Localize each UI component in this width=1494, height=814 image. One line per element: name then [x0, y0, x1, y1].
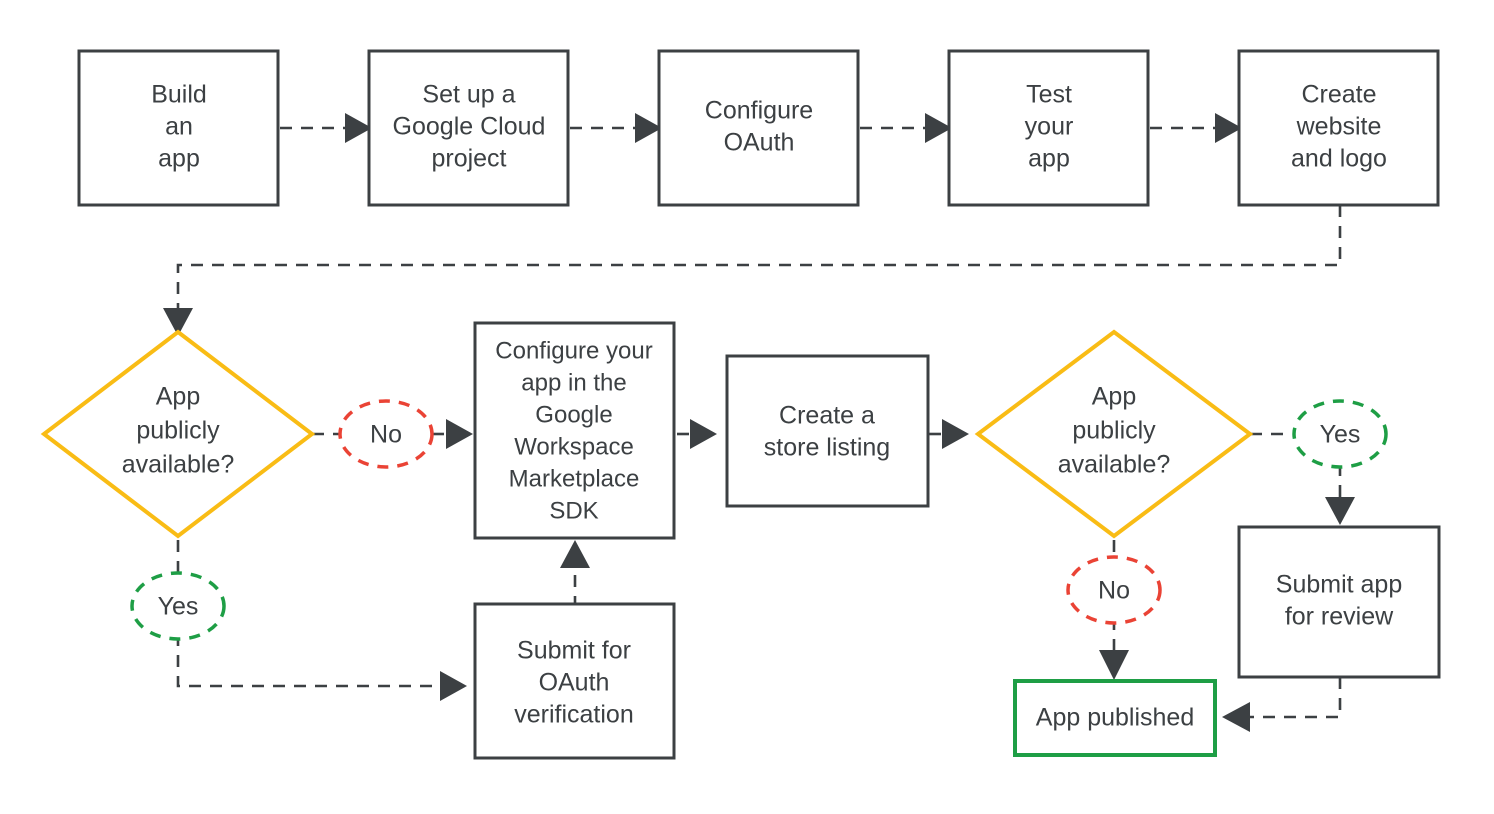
decision-right-line-1: publicly: [1072, 417, 1156, 445]
node-configure-oauth[interactable]: Configure OAuth: [657, 49, 860, 207]
configure-sdk-line-1: app in the: [521, 369, 626, 396]
node-build-an-app-line-2: app: [158, 145, 200, 173]
node-submit-oauth-verification[interactable]: Submit for OAuth verification: [473, 602, 676, 760]
node-set-up-project[interactable]: Set up a Google Cloud project: [367, 49, 570, 207]
node-build-an-app-line-1: an: [165, 113, 193, 141]
decision-left-line-2: available?: [122, 451, 235, 479]
node-create-website-and-logo[interactable]: Create website and logo: [1237, 49, 1440, 207]
node-test-your-app-line-0: Test: [1026, 81, 1072, 109]
decision-right-line-2: available?: [1058, 451, 1171, 479]
submit-review-line-1: for review: [1285, 603, 1394, 631]
edge-submit-review-to-app-published: [1222, 677, 1342, 732]
edge-label-yes-right: Yes: [1292, 399, 1388, 469]
edge-test-to-website: [1150, 113, 1242, 143]
edge-build-to-setup: [280, 113, 372, 143]
submit-review-line-0: Submit app: [1276, 571, 1402, 599]
edge-yes-to-submit-oauth: [176, 634, 467, 701]
edge-label-no-right-text: No: [1098, 577, 1130, 605]
node-configure-oauth-line-1: OAuth: [724, 129, 795, 157]
node-app-published[interactable]: App published: [1013, 679, 1217, 757]
node-create-store-listing[interactable]: Create a store listing: [725, 354, 930, 508]
node-build-an-app[interactable]: Build an app: [77, 49, 280, 207]
decision-right-line-0: App: [1092, 383, 1136, 411]
edge-label-no-right: No: [1066, 555, 1162, 625]
store-listing-line-1: store listing: [764, 434, 890, 462]
edge-label-yes-right-text: Yes: [1320, 421, 1361, 449]
node-test-your-app-line-1: your: [1025, 113, 1074, 141]
node-set-up-project-line-1: Google Cloud: [393, 113, 546, 141]
app-published-label: App published: [1036, 704, 1194, 732]
edge-setup-to-oauth: [570, 113, 662, 143]
node-submit-app-for-review[interactable]: Submit app for review: [1237, 525, 1441, 679]
node-create-website-line-0: Create: [1301, 81, 1376, 109]
configure-sdk-line-0: Configure your: [495, 337, 652, 364]
edge-oauth-to-test: [860, 113, 952, 143]
node-create-website-line-1: website: [1296, 113, 1382, 141]
decision-left-line-1: publicly: [136, 417, 220, 445]
edge-label-yes-left: Yes: [130, 571, 226, 641]
store-listing-line-0: Create a: [779, 402, 875, 430]
node-set-up-project-line-2: project: [431, 145, 506, 173]
configure-sdk-line-4: Marketplace: [509, 465, 640, 492]
node-test-your-app[interactable]: Test your app: [947, 49, 1150, 207]
configure-sdk-line-5: SDK: [549, 497, 598, 524]
node-test-your-app-line-2: app: [1028, 145, 1070, 173]
node-build-an-app-line-0: Build: [151, 81, 207, 109]
node-configure-oauth-line-0: Configure: [705, 97, 813, 125]
edge-label-no-left-text: No: [370, 421, 402, 449]
edge-configure-sdk-to-store-listing: [677, 419, 717, 449]
edge-store-listing-to-decision-right: [929, 419, 969, 449]
edge-label-yes-left-text: Yes: [158, 593, 199, 621]
submit-oauth-line-0: Submit for: [517, 637, 631, 665]
edge-yes-to-submit-review: [1325, 464, 1355, 525]
submit-oauth-line-2: verification: [514, 701, 634, 729]
edge-submit-oauth-to-configure-sdk: [560, 540, 590, 608]
edge-no-to-configure-sdk: [432, 419, 473, 449]
edge-label-no-left: No: [338, 399, 434, 469]
configure-sdk-line-2: Google: [535, 401, 612, 428]
configure-sdk-line-3: Workspace: [514, 433, 634, 460]
node-set-up-project-line-0: Set up a: [422, 81, 515, 109]
node-configure-app-sdk[interactable]: Configure your app in the Google Workspa…: [473, 321, 676, 540]
submit-oauth-line-1: OAuth: [539, 669, 610, 697]
edge-no-to-app-published: [1099, 618, 1129, 680]
decision-left-line-0: App: [156, 383, 200, 411]
node-create-website-line-2: and logo: [1291, 145, 1387, 173]
edge-website-to-decision-left: [163, 205, 1342, 336]
node-decision-app-publicly-available-left[interactable]: App publicly available?: [40, 329, 316, 539]
node-decision-app-publicly-available-right[interactable]: App publicly available?: [974, 329, 1254, 539]
